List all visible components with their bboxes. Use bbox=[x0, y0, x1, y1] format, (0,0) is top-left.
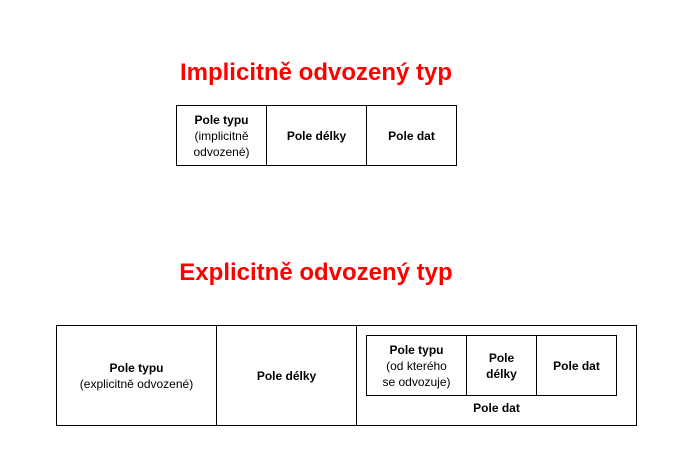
type-field-note: se odvozuje) bbox=[382, 374, 451, 389]
type-field-label: Pole typu bbox=[389, 342, 444, 357]
length-field-label: délky bbox=[486, 366, 517, 381]
implicit-title: Implicitně odvozený typ bbox=[179, 59, 453, 86]
type-field-label: Pole typu bbox=[109, 360, 164, 375]
explicit-data-field bbox=[356, 325, 637, 426]
inner-length-field: Pole délky bbox=[466, 335, 537, 396]
data-field-label: Pole dat bbox=[473, 401, 520, 415]
data-field-label: Pole dat bbox=[388, 128, 435, 143]
implicit-type-field: Pole typu (implicitně odvozené) bbox=[176, 105, 267, 166]
length-field-label: Pole délky bbox=[256, 368, 317, 383]
data-field-label: Pole dat bbox=[553, 358, 600, 373]
explicit-length-field: Pole délky bbox=[216, 325, 357, 426]
inner-data-field: Pole dat bbox=[536, 335, 617, 396]
type-field-note: (explicitně odvozené) bbox=[79, 376, 194, 391]
type-field-label: Pole typu bbox=[194, 112, 249, 127]
explicit-type-field: Pole typu (explicitně odvozené) bbox=[56, 325, 217, 426]
type-field-note: odvozené) bbox=[193, 144, 250, 159]
implicit-length-field: Pole délky bbox=[266, 105, 367, 166]
implicit-data-field: Pole dat bbox=[366, 105, 457, 166]
length-field-label: Pole délky bbox=[286, 128, 347, 143]
type-field-note: (od kterého bbox=[386, 358, 447, 373]
length-field-label: Pole bbox=[488, 350, 515, 365]
explicit-title: Explicitně odvozený typ bbox=[179, 259, 453, 286]
type-field-note: (implicitně bbox=[194, 128, 249, 143]
inner-type-field: Pole typu (od kterého se odvozuje) bbox=[366, 335, 467, 396]
